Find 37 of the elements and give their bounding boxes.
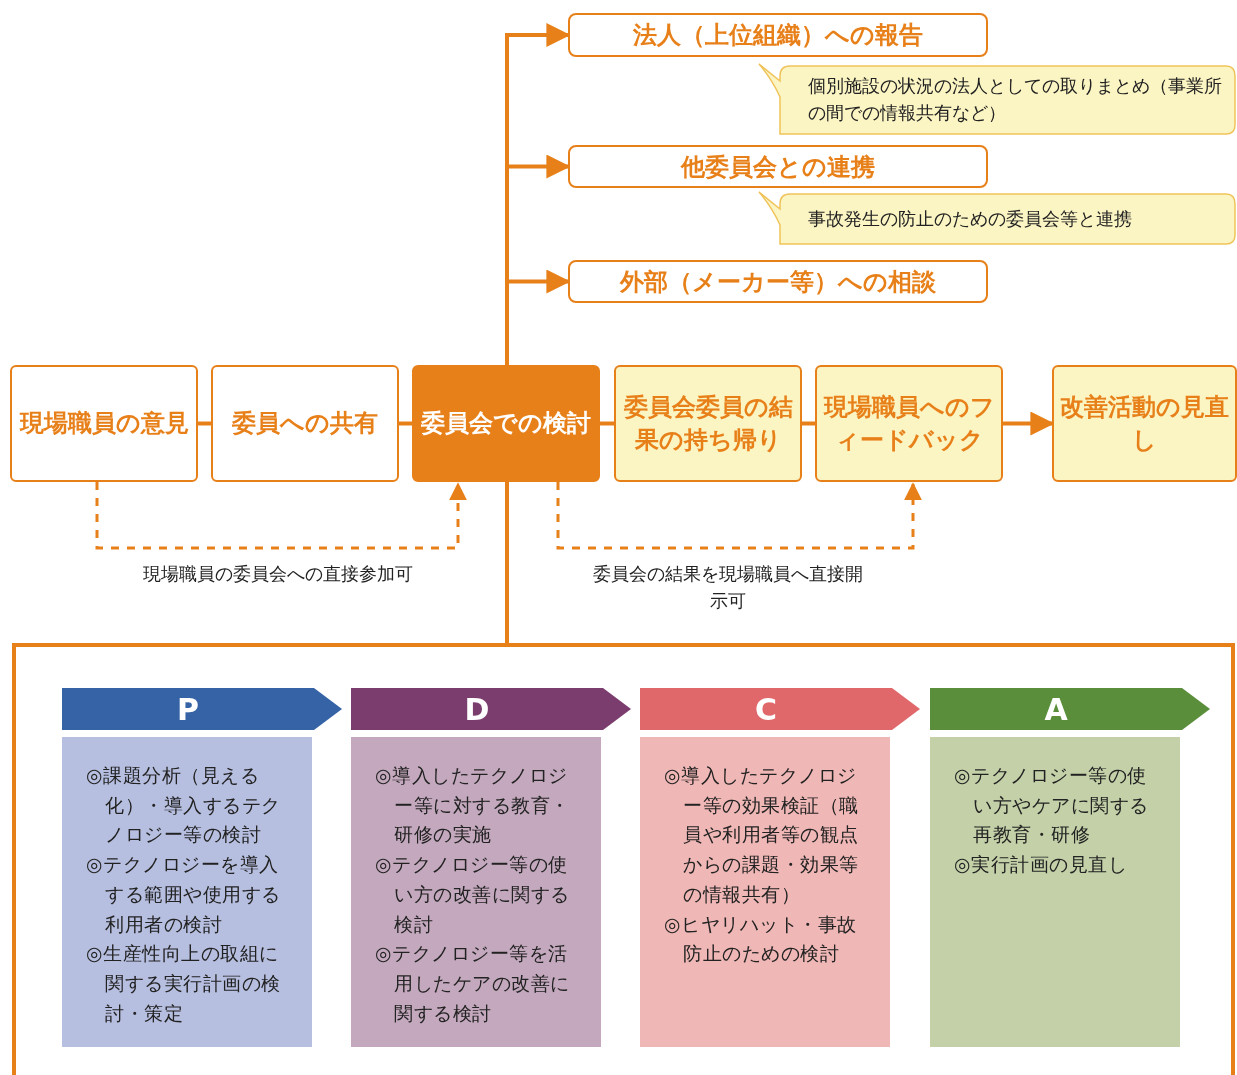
phase-header: A xyxy=(930,688,1210,730)
destination-box: 法人（上位組織）への報告 xyxy=(568,13,988,57)
node-label: ◎テクノロジーを導入する範囲や使用する利用者の検討 xyxy=(86,852,282,937)
pdca-frame xyxy=(12,643,1235,1075)
connector-line xyxy=(600,421,614,426)
phase-panel xyxy=(930,737,1180,1047)
phase-header: P xyxy=(62,688,342,730)
phase-header: C xyxy=(640,688,920,730)
process-box: 委員会での検討 xyxy=(412,365,600,482)
dashed-arrow xyxy=(556,482,922,550)
process-box: 委員への共有 xyxy=(211,365,399,482)
node-label: ◎生産性向上の取組に関する実行計画の検討・策定 xyxy=(86,941,282,1026)
node-label: ◎テクノロジー等の使い方やケアに関する再教育・研修 xyxy=(954,763,1150,848)
node-label: ◎導入したテクノロジー等の効果検証（職員や利用者等の観点からの課題・効果等の情報共有） xyxy=(664,763,860,907)
connector-line xyxy=(399,421,412,426)
node-label: ◎課題分析（見える化）・導入するテクノロジー等の検討 xyxy=(86,763,282,848)
phase-header: D xyxy=(351,688,631,730)
process-box: 委員会委員の結果の持ち帰り xyxy=(614,365,802,482)
phase-panel xyxy=(351,737,601,1047)
connector-line xyxy=(505,482,509,643)
node-label: ◎導入したテクノロジー等に対する教育・研修の実施 xyxy=(375,763,571,848)
connector-line xyxy=(198,421,211,426)
dashed-arrow xyxy=(95,482,467,550)
connector-line xyxy=(802,421,815,426)
speech-bubble: 個別施設の状況の法人としての取りまとめ（事業所の間での情報共有など） xyxy=(758,63,1236,135)
phase-panel xyxy=(640,737,890,1047)
phase-panel xyxy=(62,737,312,1047)
process-box: 現場職員の意見 xyxy=(10,365,198,482)
node-label: ◎ヒヤリハット・事故防止のための検討 xyxy=(664,911,858,967)
node-label: ◎テクノロジー等を活用したケアの改善に関する検討 xyxy=(375,941,571,1026)
node-label: ◎テクノロジー等の使い方の改善に関する検討 xyxy=(375,852,571,937)
destination-box: 他委員会との連携 xyxy=(568,145,988,188)
speech-bubble: 事故発生の防止のための委員会等と連携 xyxy=(758,191,1236,245)
destination-box: 外部（メーカー等）への相談 xyxy=(568,260,988,303)
process-box: 現場職員へのフィードバック xyxy=(815,365,1003,482)
node-label: ◎実行計画の見直し xyxy=(954,852,1129,878)
process-box: 改善活動の見直し xyxy=(1052,365,1237,482)
